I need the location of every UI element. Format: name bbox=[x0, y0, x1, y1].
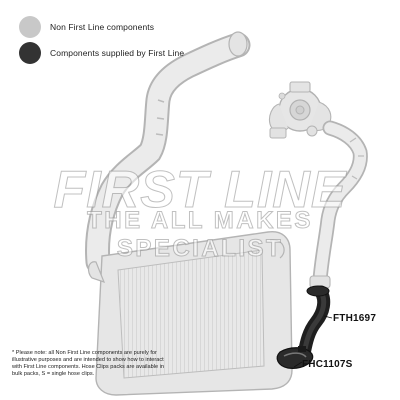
turbo-outlet-pipe bbox=[309, 120, 368, 289]
upper-intake-duct bbox=[85, 31, 251, 275]
hose-part-label: FTH1697 bbox=[333, 313, 377, 324]
disclaimer-footnote: * Please note: all Non First Line compon… bbox=[12, 350, 165, 377]
legend-label: Non First Line components bbox=[50, 22, 155, 32]
legend-label: Components supplied by First Line bbox=[50, 48, 185, 58]
intercooler bbox=[87, 231, 293, 396]
hose-leader-line bbox=[323, 315, 333, 319]
clip-part-label: FHC1107S bbox=[302, 359, 353, 370]
legend-item-first-line: Components supplied by First Line bbox=[19, 42, 184, 64]
watermark-tagline: THE ALL MAKES SPECIALIST bbox=[87, 207, 313, 263]
supplied-hose bbox=[297, 285, 331, 361]
supplied-hose-clip bbox=[276, 346, 314, 369]
clip-leader-line bbox=[293, 361, 303, 368]
watermark-brand: FIRST LINE bbox=[53, 161, 347, 220]
legend-item-non-first-line: Non First Line components bbox=[19, 16, 154, 38]
legend-swatch-grey bbox=[19, 16, 41, 38]
legend-swatch-dark bbox=[19, 42, 41, 64]
turbocharger bbox=[268, 81, 332, 139]
